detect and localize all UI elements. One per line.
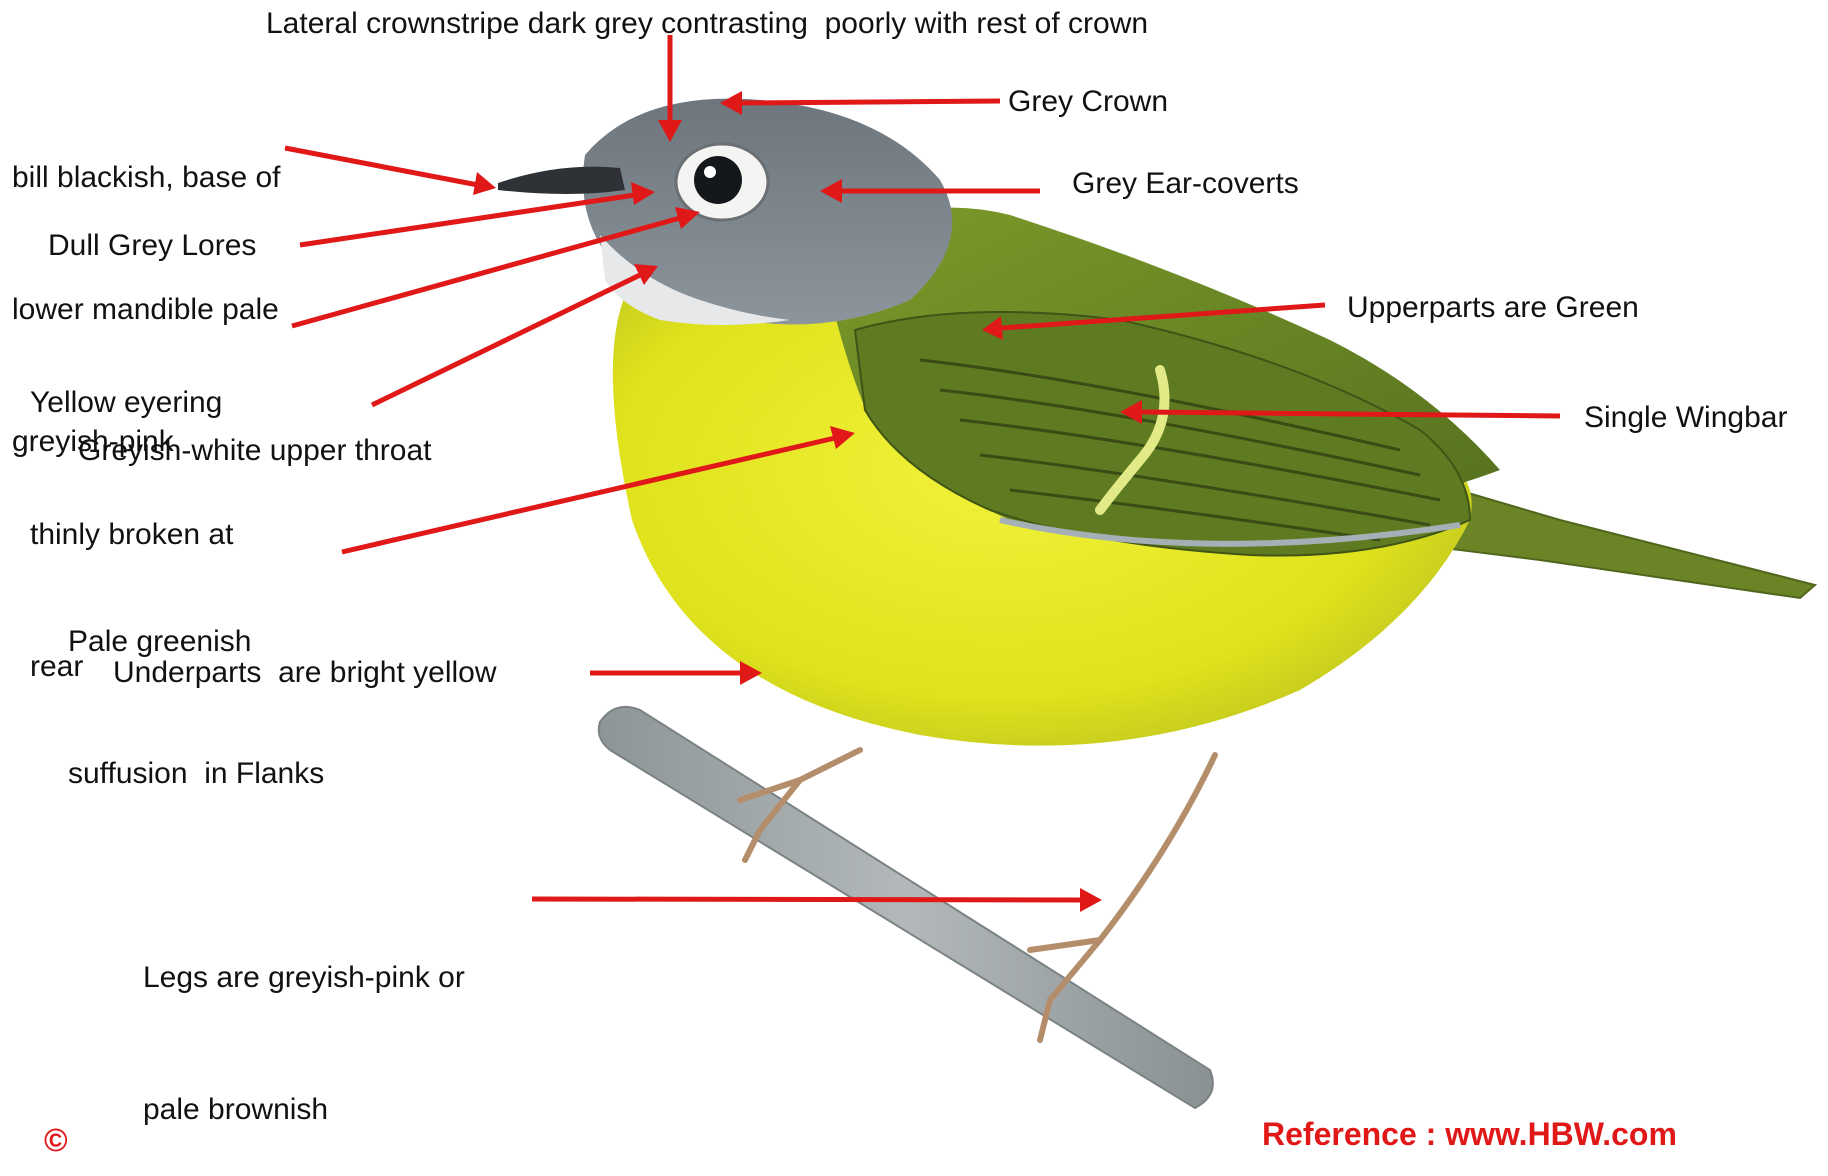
label-lateral-crownstripe: Lateral crownstripe dark grey contrastin… (266, 2, 1148, 46)
label-legs-line-1: Legs are greyish-pink or (143, 956, 465, 1000)
label-underparts: Underparts are bright yellow (113, 651, 497, 695)
bird-eye (694, 156, 742, 204)
bird-legs (740, 750, 1215, 1040)
label-eyering-line-1: Yellow eyering (30, 381, 233, 425)
label-flanks-line-2: suffusion in Flanks (68, 752, 324, 796)
label-bill-line-1: bill blackish, base of (12, 156, 280, 200)
label-lores: Dull Grey Lores (48, 224, 256, 268)
label-legs-line-2: pale brownish (143, 1088, 465, 1132)
label-throat: Greyish-white upper throat (78, 429, 432, 473)
label-grey-crown: Grey Crown (1008, 80, 1168, 124)
label-grey-ear-coverts: Grey Ear-coverts (1072, 162, 1299, 206)
bird-bill (498, 167, 625, 194)
label-wingbar: Single Wingbar (1584, 396, 1787, 440)
footer-reference: Reference : www.HBW.com (1262, 1116, 1677, 1153)
footer-left-copyright: © (44, 1122, 68, 1159)
label-upperparts: Upperparts are Green (1347, 286, 1639, 330)
bird-illustration (498, 99, 1815, 1108)
label-legs: Legs are greyish-pink or pale brownish (143, 868, 465, 1176)
